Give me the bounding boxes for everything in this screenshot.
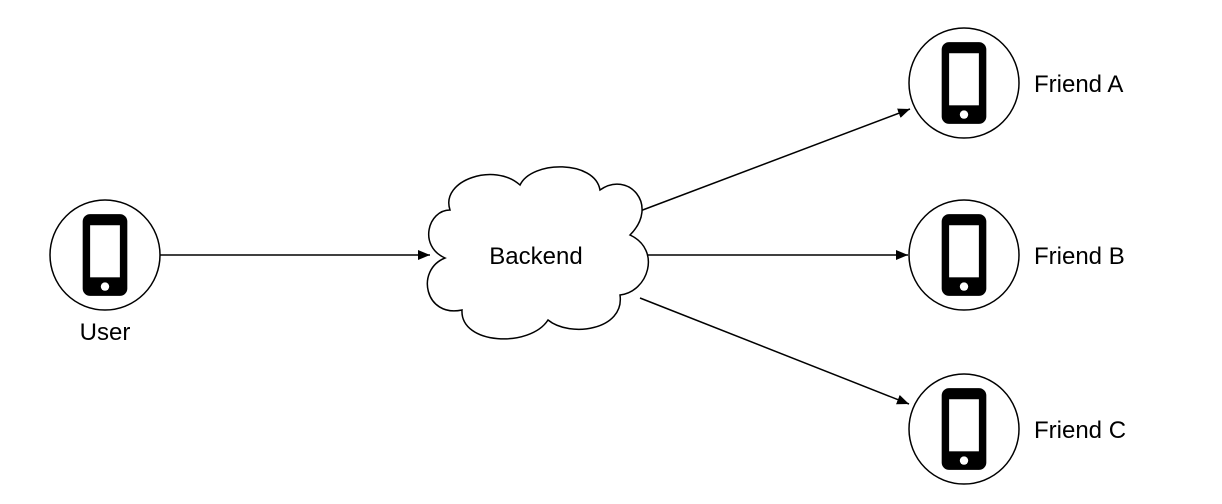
node-label-user: User (80, 319, 131, 346)
smartphone-icon (82, 214, 128, 296)
edge-backend-friend-a (639, 108, 911, 212)
node-label-friend-b: Friend B (1034, 243, 1125, 270)
smartphone-icon (941, 388, 987, 470)
node-backend: Backend (426, 166, 649, 340)
edge-backend-friend-c (639, 297, 910, 405)
smartphone-icon (941, 42, 987, 124)
smartphone-icon (941, 214, 987, 296)
node-label-friend-a: Friend A (1034, 71, 1123, 98)
node-friend-b: Friend B (908, 199, 1125, 311)
node-friend-c: Friend C (908, 373, 1126, 485)
node-friend-a: Friend A (908, 27, 1123, 139)
node-user: User (49, 199, 161, 346)
node-label-friend-c: Friend C (1034, 417, 1126, 444)
cloud-icon (426, 166, 649, 340)
node-label-backend: Backend (489, 243, 582, 270)
